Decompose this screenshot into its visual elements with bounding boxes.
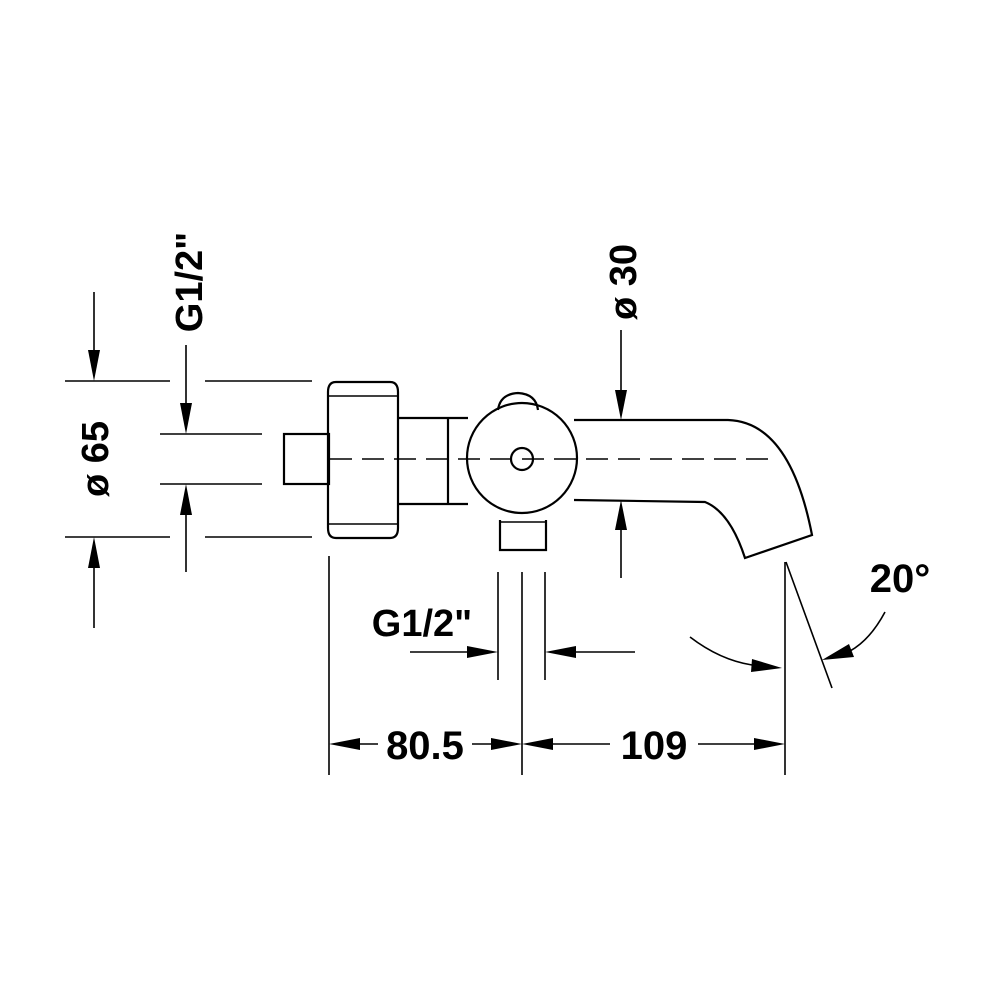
- faucet-outline: [282, 380, 814, 560]
- label-thread-bottom: G1/2": [372, 603, 472, 645]
- label-dim-right: 109: [621, 724, 688, 768]
- rosette: [326, 380, 400, 540]
- label-diameter-body: ø 65: [75, 421, 117, 497]
- length-dimensions: [328, 556, 786, 775]
- spout-diameter-dimension: [615, 330, 627, 578]
- label-diameter-spout: ø 30: [603, 244, 645, 320]
- inlet-stub: [282, 432, 331, 486]
- label-angle: 20°: [870, 557, 931, 601]
- label-dim-left: 80.5: [386, 724, 464, 768]
- handle-knob: [496, 391, 540, 411]
- bottom-thread-dimension: [410, 572, 635, 680]
- angle-dimension: [689, 561, 886, 689]
- spout: [573, 418, 814, 560]
- body-tube: [398, 416, 468, 506]
- outlet-connector: [498, 520, 548, 552]
- label-thread-top: G1/2": [169, 232, 211, 332]
- handle-circle: [465, 401, 579, 515]
- left-dimensions: [65, 292, 312, 628]
